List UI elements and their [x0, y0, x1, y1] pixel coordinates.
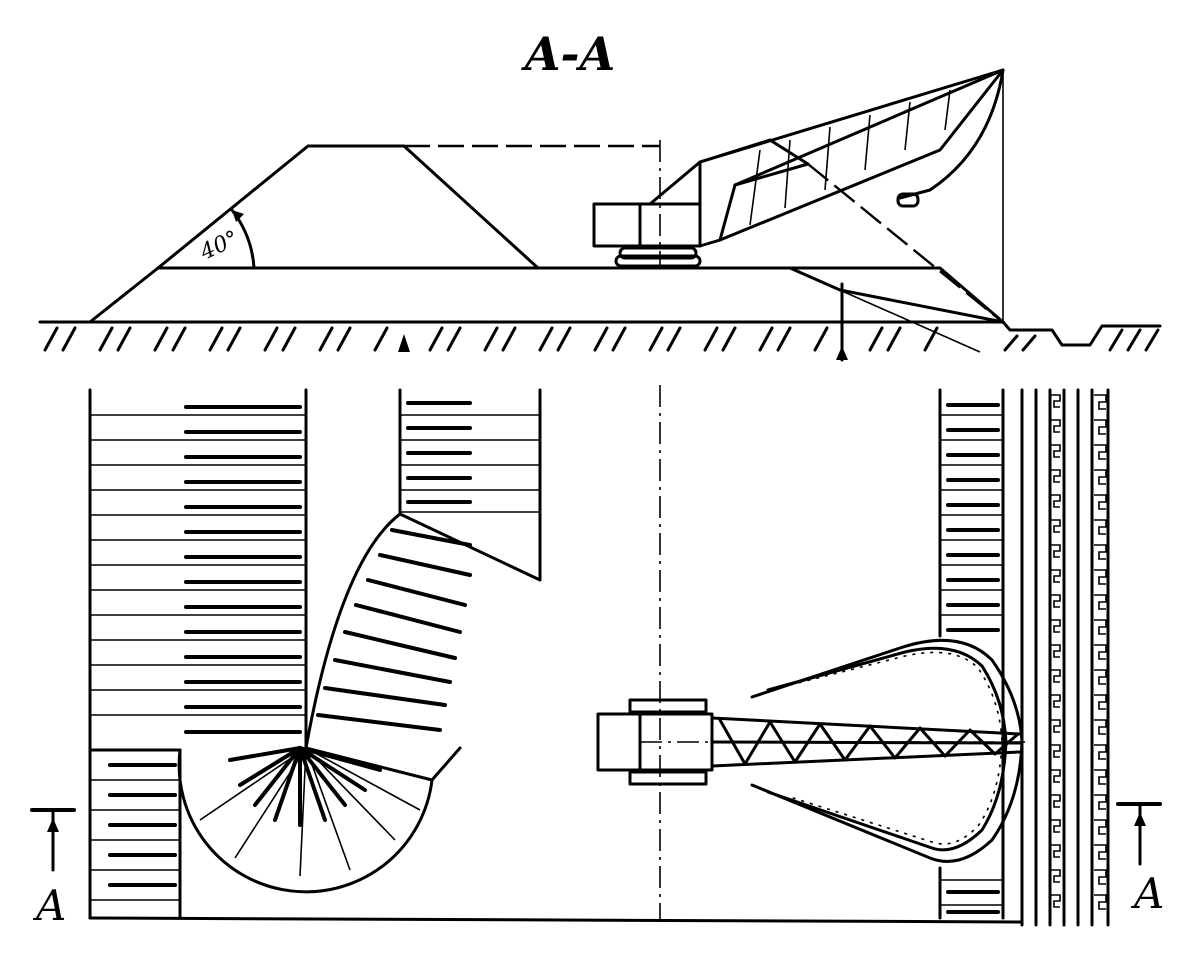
- section-marker-left: A: [30, 808, 76, 930]
- angle-annotation: 40°: [196, 208, 256, 270]
- reclaimer-machine: [592, 68, 1005, 268]
- right-stockpile-plan: [938, 388, 1005, 920]
- plan-view: A A: [30, 385, 1164, 930]
- section-label-right: A: [1130, 869, 1164, 918]
- conveyor-tracks: [1020, 388, 1110, 927]
- section-label-left: A: [32, 881, 66, 930]
- reclaimed-pocket: [750, 638, 1024, 863]
- left-stockpile-plan: [88, 388, 542, 920]
- section-marker-right: A: [1116, 802, 1164, 918]
- section-title: A-A: [521, 27, 615, 81]
- section-view: A-A 40°: [38, 27, 1162, 362]
- plan-boundary: [88, 916, 1024, 924]
- ground-line: [38, 282, 1162, 362]
- reclaimer-plan: [596, 698, 1022, 786]
